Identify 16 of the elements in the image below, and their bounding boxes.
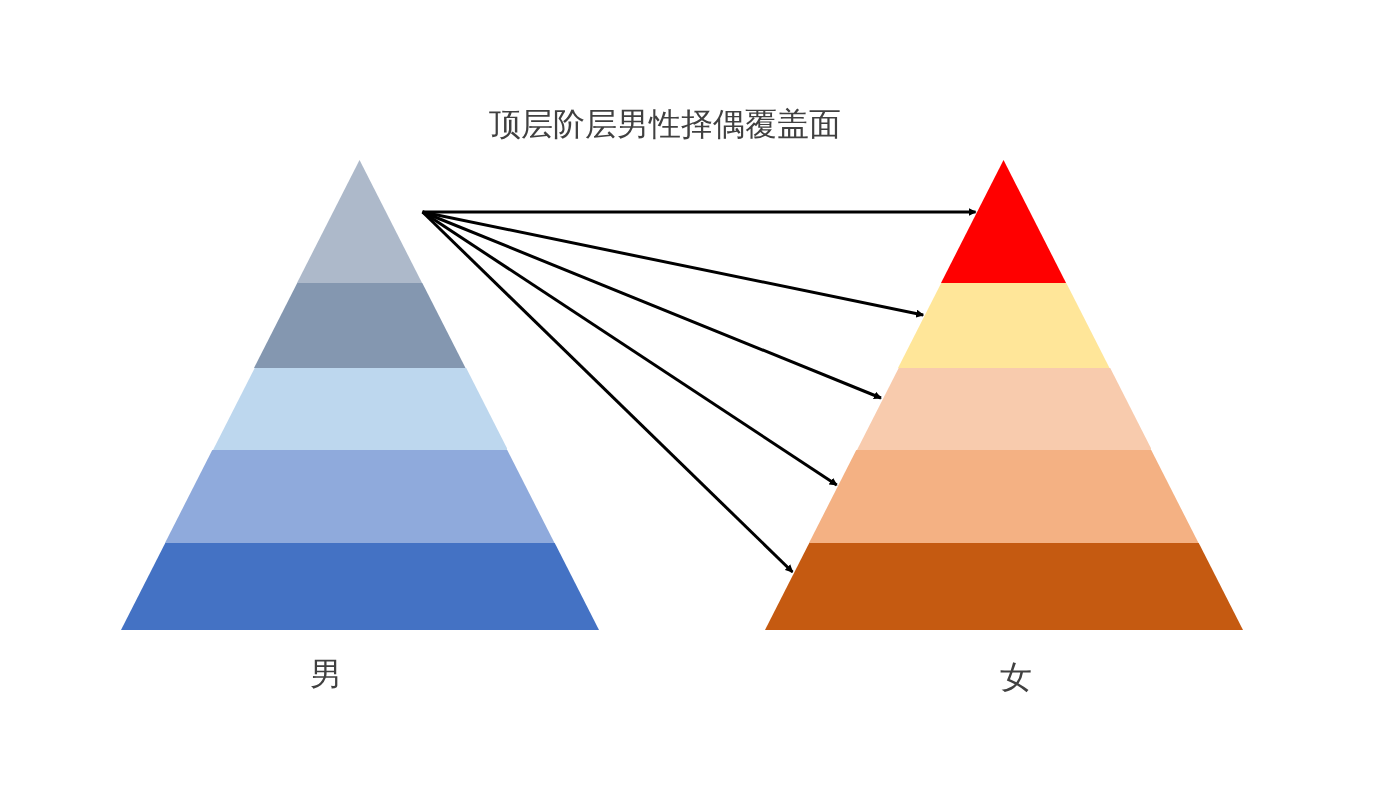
pyramid-band	[856, 368, 1152, 450]
pyramid-band	[254, 283, 466, 368]
pyramid-band	[121, 543, 599, 630]
pyramid-top-triangle	[941, 160, 1067, 283]
pyramid-label: 男	[310, 654, 342, 695]
pyramid-label: 女	[1000, 657, 1032, 698]
pyramid-band	[165, 450, 555, 543]
pyramid-band	[809, 450, 1199, 543]
diagram-title: 顶层阶层男性择偶覆盖面	[488, 104, 842, 145]
arrow	[421, 210, 794, 574]
pyramid-band	[212, 368, 508, 450]
pyramid-top-triangle	[297, 160, 423, 283]
pyramid-band	[898, 283, 1110, 368]
pyramid-band	[765, 543, 1243, 630]
arrow	[421, 210, 838, 487]
arrow	[422, 210, 925, 318]
